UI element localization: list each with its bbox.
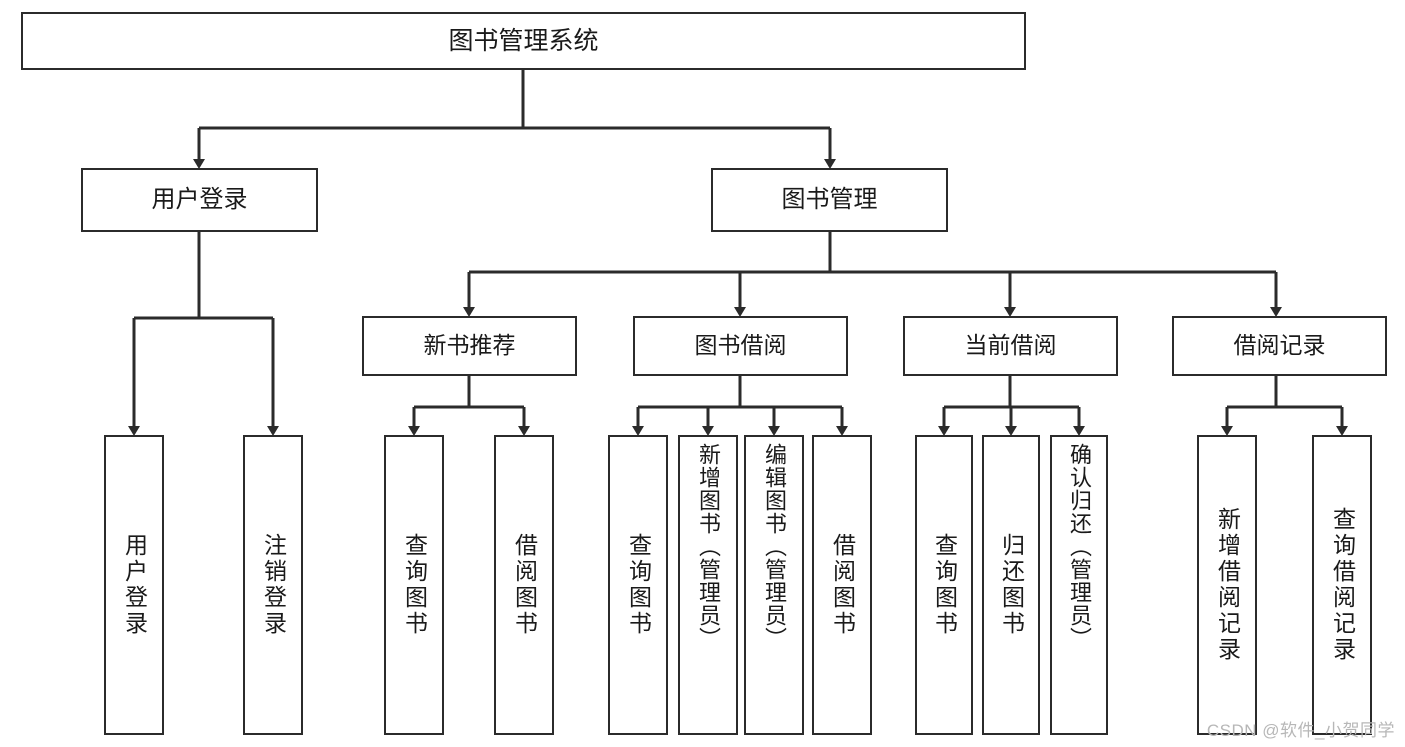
- node-borrow-record-label: 借阅记录: [1233, 332, 1326, 359]
- leaf-current-confirm-return-label: 确认归还（管理员）: [1067, 443, 1092, 650]
- leaf-new-book-query-label: 查询图书: [401, 533, 428, 637]
- leaf-new-book-borrow[interactable]: 借阅图书: [494, 435, 554, 735]
- leaf-current-query-book[interactable]: 查询图书: [915, 435, 973, 735]
- node-current-borrow-label: 当前借阅: [964, 332, 1057, 359]
- node-new-book-recommend[interactable]: 新书推荐: [362, 316, 577, 376]
- node-book-management[interactable]: 图书管理: [711, 168, 948, 232]
- leaf-user-login-login-label: 用户登录: [121, 533, 148, 637]
- leaf-record-query-record-label: 查询借阅记录: [1329, 507, 1356, 663]
- leaf-current-query-book-label: 查询图书: [931, 533, 958, 637]
- node-root-label: 图书管理系统: [448, 27, 599, 55]
- leaf-borrow-edit-book-label: 编辑图书（管理员）: [762, 443, 787, 650]
- leaf-record-add-record-label: 新增借阅记录: [1214, 507, 1241, 663]
- leaf-borrow-add-book-label: 新增图书（管理员）: [696, 443, 721, 650]
- leaf-borrow-borrow-book-label: 借阅图书: [829, 533, 856, 637]
- leaf-current-confirm-return[interactable]: 确认归还（管理员）: [1050, 435, 1108, 735]
- leaf-record-query-record[interactable]: 查询借阅记录: [1312, 435, 1372, 735]
- leaf-user-login-logout-label: 注销登录: [260, 533, 287, 637]
- leaf-borrow-query-book[interactable]: 查询图书: [608, 435, 668, 735]
- node-book-borrow[interactable]: 图书借阅: [633, 316, 848, 376]
- leaf-current-return-book-label: 归还图书: [998, 533, 1025, 637]
- leaf-user-login-login[interactable]: 用户登录: [104, 435, 164, 735]
- leaf-borrow-edit-book[interactable]: 编辑图书（管理员）: [744, 435, 804, 735]
- leaf-borrow-query-book-label: 查询图书: [625, 533, 652, 637]
- node-new-book-recommend-label: 新书推荐: [423, 332, 516, 359]
- leaf-new-book-query[interactable]: 查询图书: [384, 435, 444, 735]
- watermark: CSDN @软件_小贺同学: [1206, 721, 1395, 740]
- node-borrow-record[interactable]: 借阅记录: [1172, 316, 1387, 376]
- leaf-record-add-record[interactable]: 新增借阅记录: [1197, 435, 1257, 735]
- node-user-login-label: 用户登录: [151, 185, 248, 213]
- leaf-borrow-add-book[interactable]: 新增图书（管理员）: [678, 435, 738, 735]
- node-user-login[interactable]: 用户登录: [81, 168, 318, 232]
- node-current-borrow[interactable]: 当前借阅: [903, 316, 1118, 376]
- leaf-user-login-logout[interactable]: 注销登录: [243, 435, 303, 735]
- node-root[interactable]: 图书管理系统: [21, 12, 1026, 70]
- node-book-management-label: 图书管理: [781, 185, 878, 213]
- node-book-borrow-label: 图书借阅: [694, 332, 787, 359]
- leaf-borrow-borrow-book[interactable]: 借阅图书: [812, 435, 872, 735]
- leaf-current-return-book[interactable]: 归还图书: [982, 435, 1040, 735]
- leaf-new-book-borrow-label: 借阅图书: [511, 533, 538, 637]
